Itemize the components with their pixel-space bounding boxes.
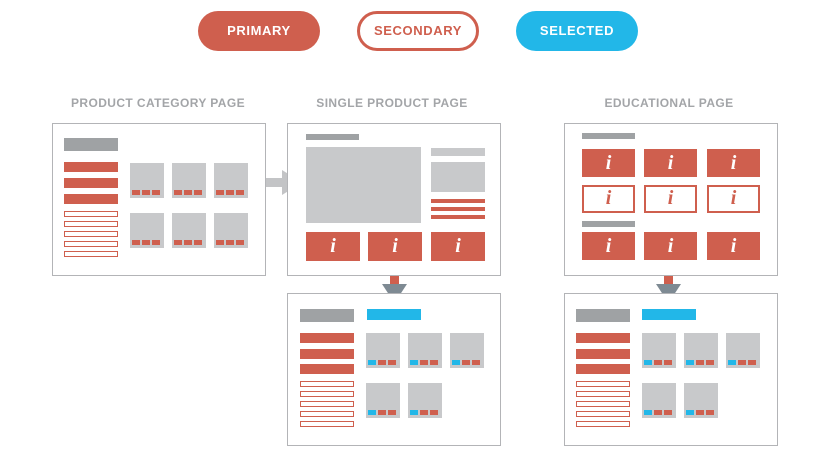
product-tile	[214, 213, 248, 248]
secondary-nav-item	[576, 381, 630, 387]
product-tile	[366, 333, 400, 368]
product-tile	[726, 333, 760, 368]
listing-title-bar	[300, 309, 354, 322]
selected-filter-bar	[367, 309, 421, 320]
product-tile	[642, 333, 676, 368]
product-tile	[172, 163, 206, 198]
educational-subtitle-bar	[582, 221, 635, 227]
info-card: i	[368, 232, 422, 261]
primary-nav-item	[576, 364, 630, 374]
info-card: i	[582, 232, 635, 260]
legend-secondary-pill: SECONDARY	[357, 11, 479, 51]
info-card: i	[431, 232, 485, 261]
primary-nav-item	[300, 349, 354, 359]
secondary-nav-item	[64, 211, 118, 217]
secondary-nav-item	[300, 421, 354, 427]
product-tile	[214, 163, 248, 198]
primary-nav-item	[576, 349, 630, 359]
primary-nav-item	[64, 178, 118, 188]
secondary-nav-item	[64, 251, 118, 257]
secondary-nav-item	[64, 241, 118, 247]
secondary-info-card: i	[644, 185, 697, 213]
single-product-wireframe: i i i	[287, 123, 501, 276]
product-option-bar	[431, 215, 485, 219]
primary-nav-item	[64, 194, 118, 204]
secondary-nav-item	[300, 411, 354, 417]
single-product-page-heading: SINGLE PRODUCT PAGE	[316, 96, 468, 110]
product-tile	[408, 383, 442, 418]
product-listing-wireframe	[287, 293, 501, 446]
info-card: i	[644, 232, 697, 260]
secondary-info-card: i	[582, 185, 635, 213]
listing-title-bar	[576, 309, 630, 322]
secondary-nav-item	[64, 231, 118, 237]
legend-selected-pill: SELECTED	[516, 11, 638, 51]
info-card: i	[306, 232, 360, 261]
secondary-nav-item	[300, 391, 354, 397]
product-image-placeholder	[306, 147, 421, 223]
educational-wireframe: i i i i i i i i i	[564, 123, 778, 276]
product-category-wireframe	[52, 123, 266, 276]
product-detail-bar	[431, 148, 485, 156]
legend-primary-pill: PRIMARY	[198, 11, 320, 51]
product-tile	[130, 213, 164, 248]
primary-nav-item	[576, 333, 630, 343]
product-tile	[684, 383, 718, 418]
product-detail-block	[431, 162, 485, 192]
product-title-bar	[306, 134, 359, 140]
secondary-info-card: i	[707, 185, 760, 213]
primary-nav-item	[300, 364, 354, 374]
product-category-page-heading: PRODUCT CATEGORY PAGE	[71, 96, 245, 110]
secondary-nav-item	[64, 221, 118, 227]
educational-page-heading: EDUCATIONAL PAGE	[604, 96, 734, 110]
educational-title-bar	[582, 133, 635, 139]
secondary-nav-item	[300, 381, 354, 387]
primary-nav-item	[300, 333, 354, 343]
educational-listing-wireframe	[564, 293, 778, 446]
category-title-bar	[64, 138, 118, 151]
product-tile	[130, 163, 164, 198]
secondary-nav-item	[576, 391, 630, 397]
product-tile	[366, 383, 400, 418]
selected-filter-bar	[642, 309, 696, 320]
primary-nav-item	[64, 162, 118, 172]
product-option-bar	[431, 199, 485, 203]
secondary-nav-item	[576, 411, 630, 417]
product-tile	[408, 333, 442, 368]
info-card: i	[582, 149, 635, 177]
info-card: i	[707, 149, 760, 177]
info-card: i	[707, 232, 760, 260]
secondary-nav-item	[576, 421, 630, 427]
product-tile	[172, 213, 206, 248]
product-tile	[684, 333, 718, 368]
product-tile	[642, 383, 676, 418]
secondary-nav-item	[576, 401, 630, 407]
product-tile	[450, 333, 484, 368]
product-option-bar	[431, 207, 485, 211]
info-card: i	[644, 149, 697, 177]
secondary-nav-item	[300, 401, 354, 407]
